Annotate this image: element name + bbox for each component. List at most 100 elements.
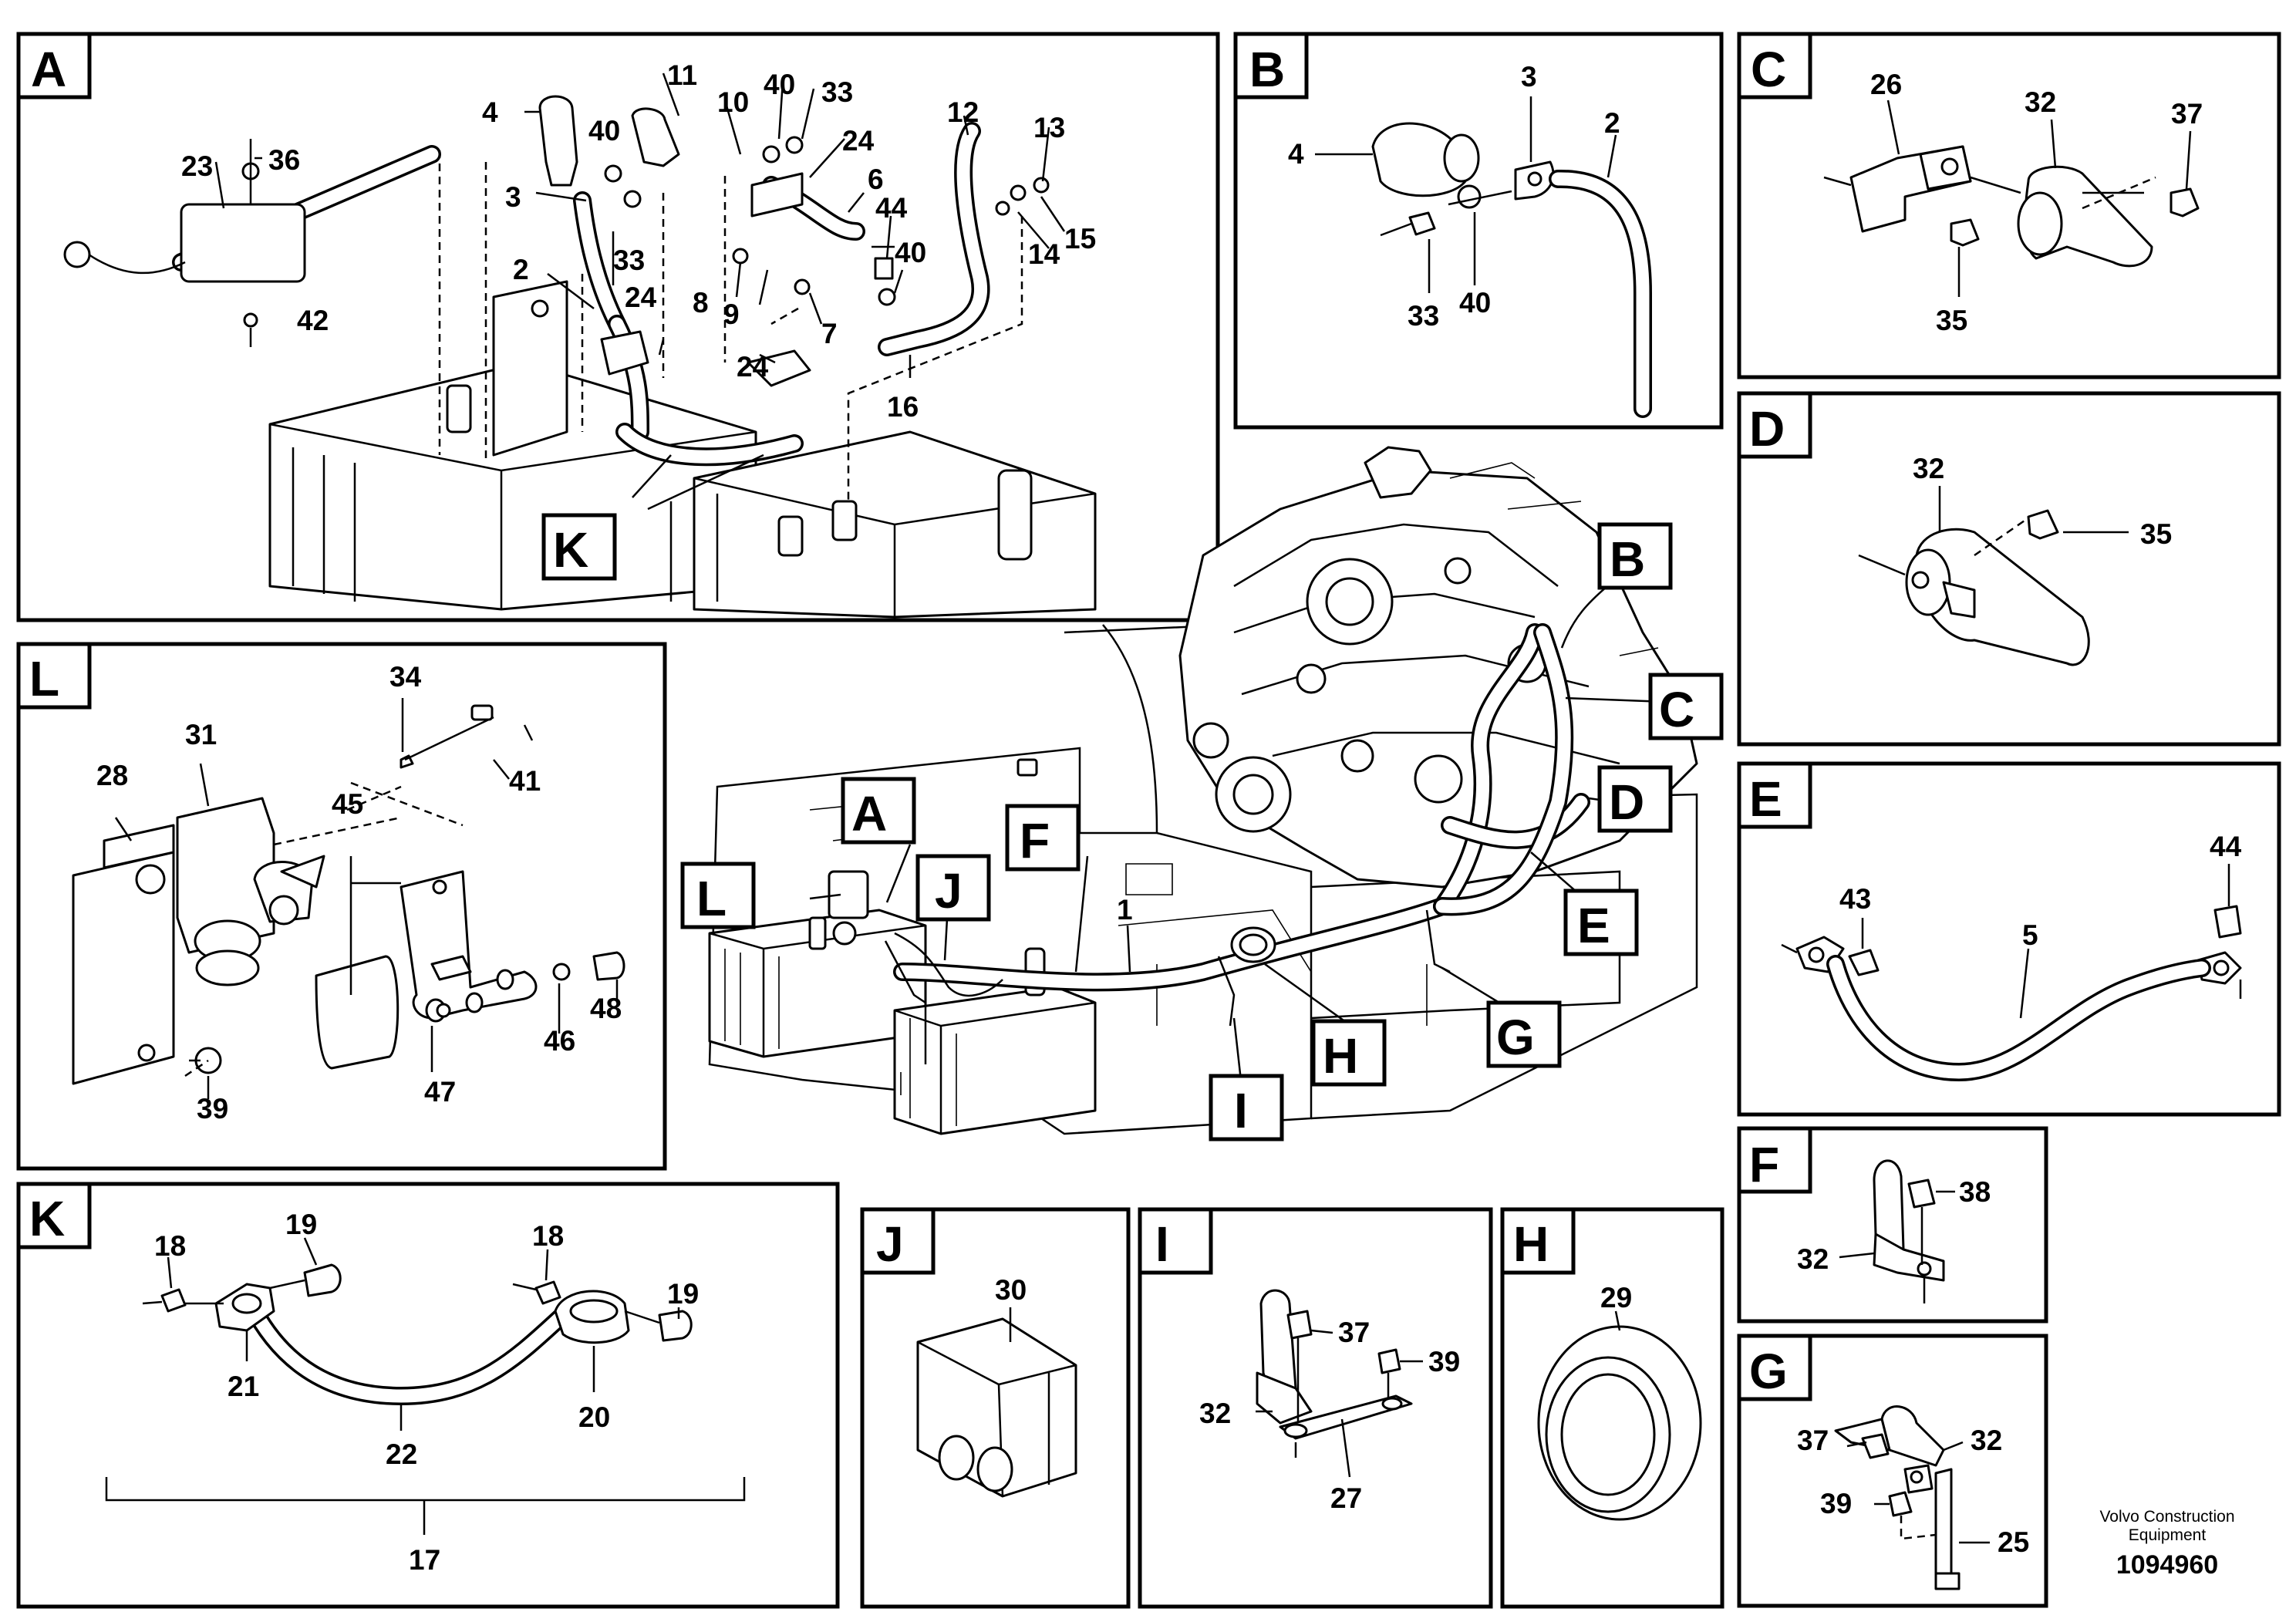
panel-f-part-32: 32 <box>1797 1243 1829 1275</box>
panel-a-part-9: 9 <box>723 298 740 330</box>
main-callout-f-box <box>1005 804 1081 872</box>
panel-a-part-2: 2 <box>513 254 529 285</box>
panel-l-part-48: 48 <box>590 993 622 1024</box>
panel-h-part-29: 29 <box>1600 1282 1632 1313</box>
panel-a-part-11: 11 <box>667 59 697 91</box>
panel-a-part-8: 8 <box>693 287 709 319</box>
panel-j-label: J <box>876 1216 904 1272</box>
main-callout-a: A <box>851 786 887 841</box>
main-part-1: 1 <box>1117 894 1133 926</box>
panel-a-part-24: 24 <box>842 125 875 157</box>
panel-c-part-32: 32 <box>2025 86 2056 118</box>
panel-b-part-33: 33 <box>1408 300 1439 332</box>
main-callout-b: B <box>1610 531 1645 587</box>
footer-drawing-id: 1094960 <box>2116 1550 2218 1580</box>
panel-a-part-33b: 33 <box>613 244 645 276</box>
panel-g-part-25: 25 <box>1998 1526 2029 1558</box>
panel-a-part-6: 6 <box>868 164 884 195</box>
panel-i-part-32: 32 <box>1199 1398 1231 1429</box>
panel-b-part-4: 4 <box>1288 138 1304 170</box>
main-callout-i: I <box>1234 1083 1248 1138</box>
main-callout-j-box <box>915 854 991 922</box>
panel-a-label: A <box>31 42 66 97</box>
panel-i: I 37 39 32 27 <box>1138 1207 1493 1609</box>
panel-a-part-24b: 24 <box>625 282 657 313</box>
panel-l-part-31: 31 <box>185 719 217 750</box>
panel-l-part-34: 34 <box>389 661 422 693</box>
panel-c-label: C <box>1751 42 1786 97</box>
panel-d-part-35: 35 <box>2140 518 2172 550</box>
main-callout-h-box <box>1311 1019 1387 1087</box>
main-callout-f: F <box>1020 813 1050 868</box>
panel-l-part-28: 28 <box>96 760 128 791</box>
main-callout-c: C <box>1659 682 1694 737</box>
panel-a-part-40c: 40 <box>895 237 926 268</box>
panel-e-part-5: 5 <box>2022 919 2038 951</box>
panel-k-part-18: 18 <box>154 1230 186 1262</box>
main-callout-j: J <box>935 863 963 919</box>
panel-l-part-39: 39 <box>197 1093 228 1125</box>
drawing-footer: Volvo Construction Equipment 1094960 <box>2099 1508 2234 1580</box>
panel-c-part-35: 35 <box>1936 305 1967 336</box>
panel-k: K 18 19 18 19 21 22 20 17 <box>16 1182 840 1609</box>
panel-e-label: E <box>1749 771 1782 827</box>
panel-j-part-30: 30 <box>995 1274 1027 1306</box>
main-callout-g: G <box>1496 1010 1535 1065</box>
main-callout-d-box <box>1597 765 1673 833</box>
panel-b-part-2: 2 <box>1604 107 1620 139</box>
panel-a-part-24c: 24 <box>737 351 769 383</box>
panel-a-part-10: 10 <box>717 86 749 118</box>
panel-k-part-21: 21 <box>228 1371 259 1402</box>
panel-e-part-43: 43 <box>1839 883 1871 915</box>
main-callout-e-box <box>1563 889 1639 956</box>
panel-a-k-callout: K <box>553 522 588 578</box>
main-callout-l-box <box>680 862 756 929</box>
panel-k-part-19b: 19 <box>667 1278 699 1310</box>
panel-j: J 30 <box>860 1207 1131 1609</box>
main-callout-c-box <box>1648 673 1724 740</box>
panel-b-label: B <box>1249 42 1285 97</box>
main-callout-g-box <box>1486 1000 1562 1068</box>
panel-a-part-44: 44 <box>875 192 908 224</box>
panel-a-part-36: 36 <box>268 144 300 176</box>
panel-k-part-22: 22 <box>386 1438 417 1470</box>
panel-k-label: K <box>29 1191 65 1246</box>
panel-g-part-32: 32 <box>1971 1425 2002 1456</box>
panel-a-part-12: 12 <box>947 96 979 128</box>
footer-company-line1: Volvo Construction <box>2099 1508 2234 1526</box>
panel-a-part-33: 33 <box>821 76 853 108</box>
panel-i-part-39: 39 <box>1428 1346 1460 1378</box>
panel-k-part-18b: 18 <box>532 1220 564 1252</box>
panel-i-part-27: 27 <box>1330 1482 1362 1514</box>
panel-a-part-3: 3 <box>505 181 521 213</box>
panel-a: A <box>16 32 1220 622</box>
main-callout-a-box <box>841 777 916 845</box>
main-callout-l: L <box>696 871 727 926</box>
panel-a-part-42: 42 <box>297 305 329 336</box>
panel-d-part-32: 32 <box>1913 453 1944 484</box>
panel-a-part-14: 14 <box>1028 238 1060 270</box>
panel-c-part-37: 37 <box>2171 98 2203 130</box>
panel-a-part-40: 40 <box>764 69 795 100</box>
panel-a-part-4: 4 <box>482 96 498 128</box>
panel-d-label: D <box>1749 401 1785 457</box>
panel-l-label: L <box>29 651 59 706</box>
panel-f: F 38 32 <box>1737 1126 2048 1324</box>
panel-k-part-17: 17 <box>409 1544 440 1576</box>
main-callout-b-box <box>1597 522 1673 590</box>
panel-c-part-26: 26 <box>1870 69 1902 100</box>
panel-a-part-23: 23 <box>181 150 213 182</box>
panel-f-label: F <box>1749 1137 1779 1192</box>
panel-d: D 32 35 <box>1737 391 2281 747</box>
panel-c: C 26 32 37 35 <box>1737 32 2281 379</box>
panel-g-part-39: 39 <box>1820 1488 1852 1519</box>
panel-l-part-47: 47 <box>424 1076 456 1108</box>
panel-l-part-46: 46 <box>544 1025 575 1057</box>
panel-g-part-37: 37 <box>1797 1425 1829 1456</box>
panel-i-part-37: 37 <box>1338 1317 1370 1348</box>
panel-g: G 37 32 39 25 <box>1737 1334 2048 1608</box>
panel-k-part-19: 19 <box>285 1209 317 1240</box>
panel-i-label: I <box>1155 1216 1169 1272</box>
panel-g-label: G <box>1749 1344 1788 1399</box>
